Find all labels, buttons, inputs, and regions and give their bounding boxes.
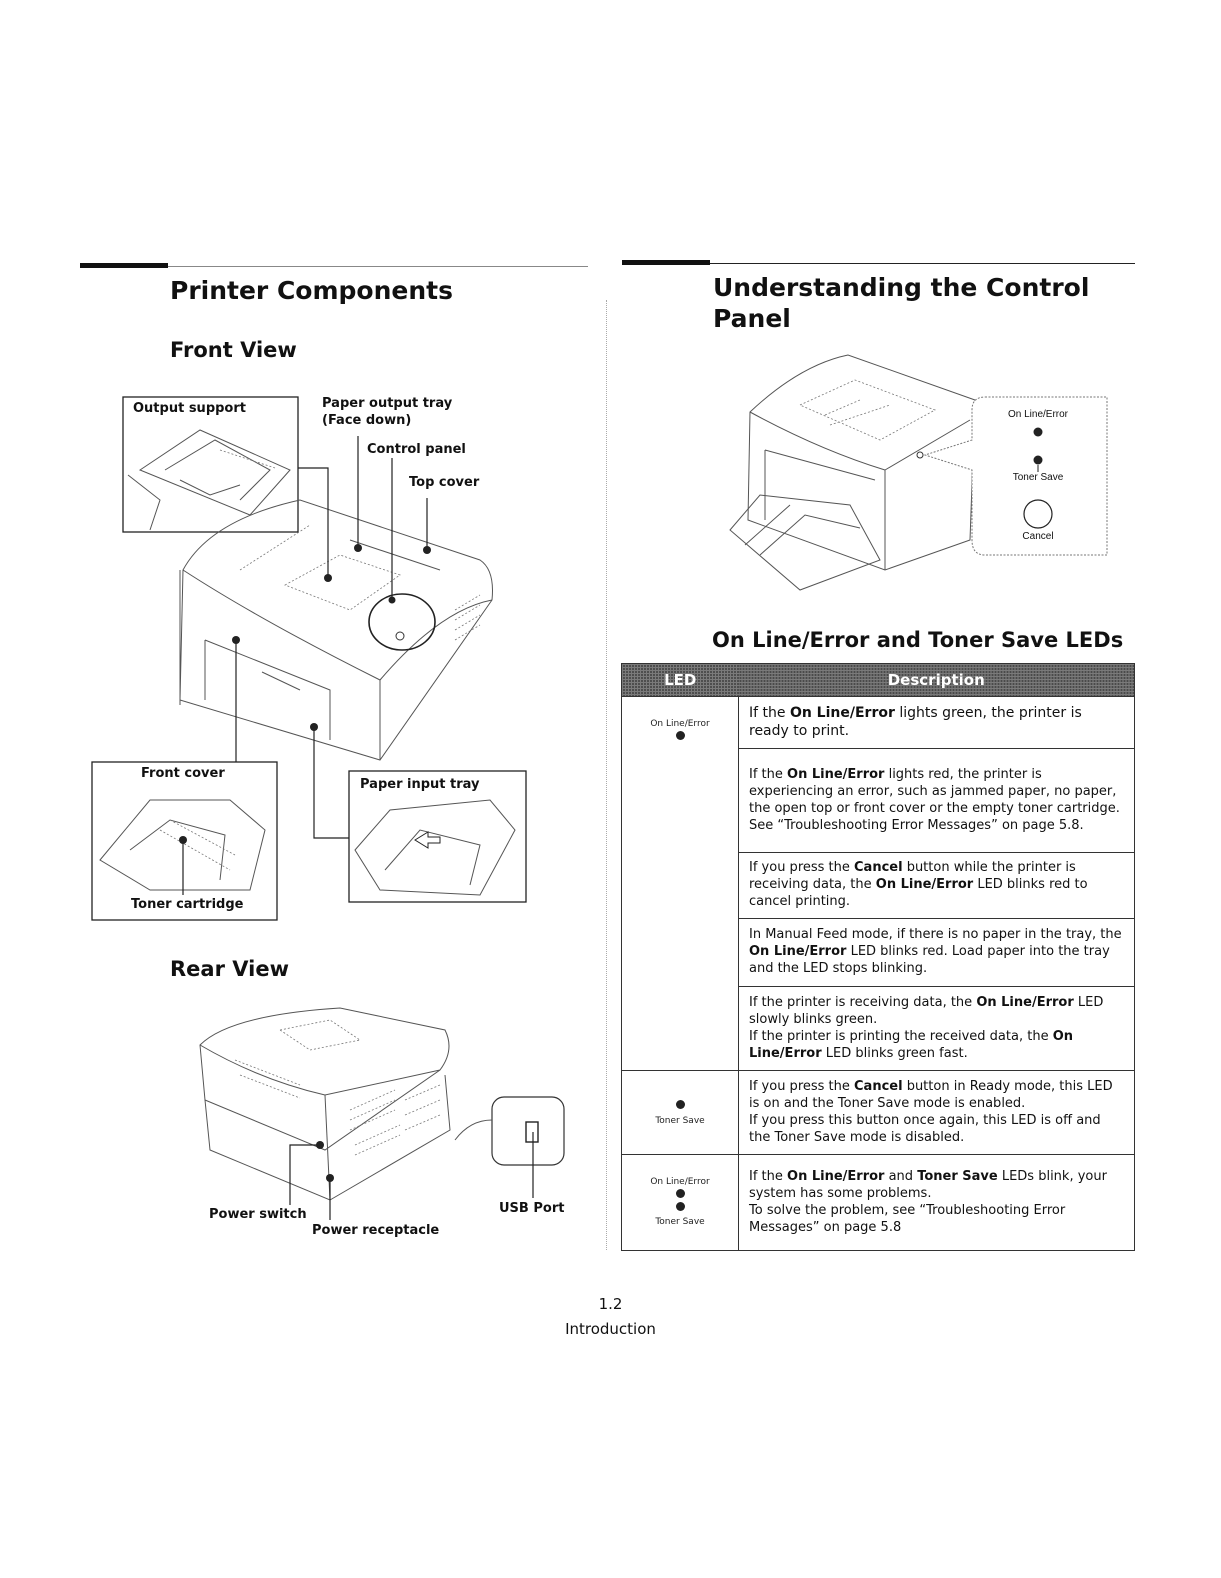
front-view-heading: Front View — [170, 338, 297, 362]
text: If you press the — [749, 1078, 855, 1094]
page-title-control-panel-line2: Panel — [713, 304, 791, 333]
text: LED blinks red to cancel printing. — [749, 877, 1088, 909]
text: button in Ready mode, this LED is on and… — [749, 1078, 1113, 1111]
bold-text: Cancel — [854, 1078, 903, 1094]
bold-text: On Line/Error — [749, 944, 847, 959]
callout-control-panel: Control panel — [367, 442, 466, 457]
column-divider — [606, 300, 607, 1250]
led-description: If you press the Cancel button while the… — [738, 852, 1135, 919]
right-title-rule — [710, 263, 1135, 264]
led-description: If the On Line/Error lights red, the pri… — [738, 748, 1135, 853]
led-section-heading: On Line/Error and Toner Save LEDs — [712, 628, 1124, 652]
callout-power-receptacle: Power receptacle — [312, 1223, 440, 1238]
text: To solve the problem, see “Troubleshooti… — [749, 1202, 1066, 1235]
left-title-rule — [168, 266, 588, 267]
text: If the — [749, 766, 788, 782]
led-label-toner-save: Toner Save — [655, 1115, 705, 1126]
led-table-header-row: LED Description — [621, 663, 1135, 697]
callout-paper-output-tray: Paper output tray — [322, 396, 453, 411]
description-column-header: Description — [738, 663, 1135, 697]
led-dot-icon — [675, 1202, 685, 1211]
table-row: In Manual Feed mode, if there is no pape… — [621, 918, 1135, 987]
text: If the printer is receiving data, the — [749, 994, 977, 1010]
led-label-online-error: On Line/Error — [650, 719, 710, 729]
text: button while the printer is receiving da… — [749, 860, 1076, 892]
led-dot-icon — [675, 731, 685, 740]
callout-top-cover: Top cover — [409, 475, 480, 490]
led-cell-empty — [621, 986, 739, 1071]
text: In Manual Feed mode, if there is no pape… — [749, 927, 1122, 942]
led-cell-both: On Line/Error Toner Save — [621, 1154, 739, 1251]
text: LED blinks red. Load paper into the tray… — [749, 944, 1110, 976]
left-title-rule-thick — [80, 263, 168, 268]
led-column-header: LED — [621, 663, 739, 697]
led-label-toner-save: Toner Save — [655, 1217, 705, 1227]
table-row: If you press the Cancel button while the… — [621, 852, 1135, 919]
led-cell-empty — [621, 918, 739, 987]
panel-label-online-error: On Line/Error — [1007, 409, 1069, 420]
text: If the — [749, 704, 790, 721]
panel-label-toner-save: Toner Save — [1012, 472, 1064, 483]
bold-text: Cancel — [854, 860, 903, 875]
text: lights red, the printer is experiencing … — [749, 766, 1120, 833]
page-number: 1.2 — [598, 1295, 623, 1313]
callout-paper-input-tray: Paper input tray — [360, 777, 480, 792]
led-description: If you press the Cancel button in Ready … — [738, 1070, 1135, 1155]
led-label-online-error: On Line/Error — [650, 1177, 710, 1187]
text: LED blinks green fast. — [821, 1045, 968, 1061]
text: If you press this button once again, thi… — [749, 1112, 1101, 1145]
text: If you press the — [749, 860, 855, 875]
right-title-rule-thick — [622, 260, 710, 265]
led-table: LED Description On Line/Error If the On … — [621, 663, 1135, 1251]
rear-view-heading: Rear View — [170, 957, 289, 981]
led-cell-empty — [621, 748, 739, 853]
bold-text: On Line/Error — [787, 766, 885, 782]
text: LED slowly blinks green. — [749, 994, 1104, 1027]
led-dot-icon — [675, 1099, 685, 1109]
callout-output-support: Output support — [133, 401, 246, 416]
callout-face-down: (Face down) — [322, 413, 412, 428]
bold-text: On Line/Error — [749, 1028, 1074, 1061]
led-cell-empty — [621, 852, 739, 919]
page-title-control-panel-line1: Understanding the Control — [713, 273, 1090, 302]
led-description: If the printer is receiving data, the On… — [738, 986, 1135, 1071]
led-cell-online-error: On Line/Error — [621, 696, 739, 749]
callout-front-cover: Front cover — [141, 766, 225, 781]
bold-text: On Line/Error — [976, 994, 1074, 1010]
table-row: If the On Line/Error lights red, the pri… — [621, 748, 1135, 853]
page-title-printer-components: Printer Components — [170, 276, 453, 305]
led-dot-icon — [675, 1189, 685, 1198]
text: If the — [749, 1168, 788, 1184]
table-row: Toner Save If you press the Cancel butto… — [621, 1070, 1135, 1155]
table-row: If the printer is receiving data, the On… — [621, 986, 1135, 1071]
led-description: If the On Line/Error and Toner Save LEDs… — [738, 1154, 1135, 1251]
panel-label-cancel: Cancel — [1022, 531, 1054, 542]
callout-usb-port: USB Port — [499, 1201, 565, 1216]
bold-text: On Line/Error — [787, 1168, 885, 1184]
text: LEDs blink, your system has some problem… — [749, 1168, 1107, 1201]
led-description: If the On Line/Error lights green, the p… — [738, 696, 1135, 749]
bold-text: Toner Save — [917, 1168, 998, 1184]
table-row: On Line/Error If the On Line/Error light… — [621, 696, 1135, 749]
section-name: Introduction — [565, 1320, 656, 1338]
text: If the printer is printing the received … — [749, 1028, 1053, 1044]
bold-text: On Line/Error — [875, 877, 974, 892]
bold-text: On Line/Error — [789, 704, 895, 721]
callout-power-switch: Power switch — [209, 1207, 307, 1222]
text: lights green, the printer is ready to pr… — [749, 704, 1082, 739]
callout-toner-cartridge: Toner cartridge — [131, 897, 244, 912]
text: and — [884, 1168, 918, 1184]
led-cell-toner-save: Toner Save — [621, 1070, 739, 1155]
led-description: In Manual Feed mode, if there is no pape… — [738, 918, 1135, 987]
table-row: On Line/Error Toner Save If the On Line/… — [621, 1154, 1135, 1251]
